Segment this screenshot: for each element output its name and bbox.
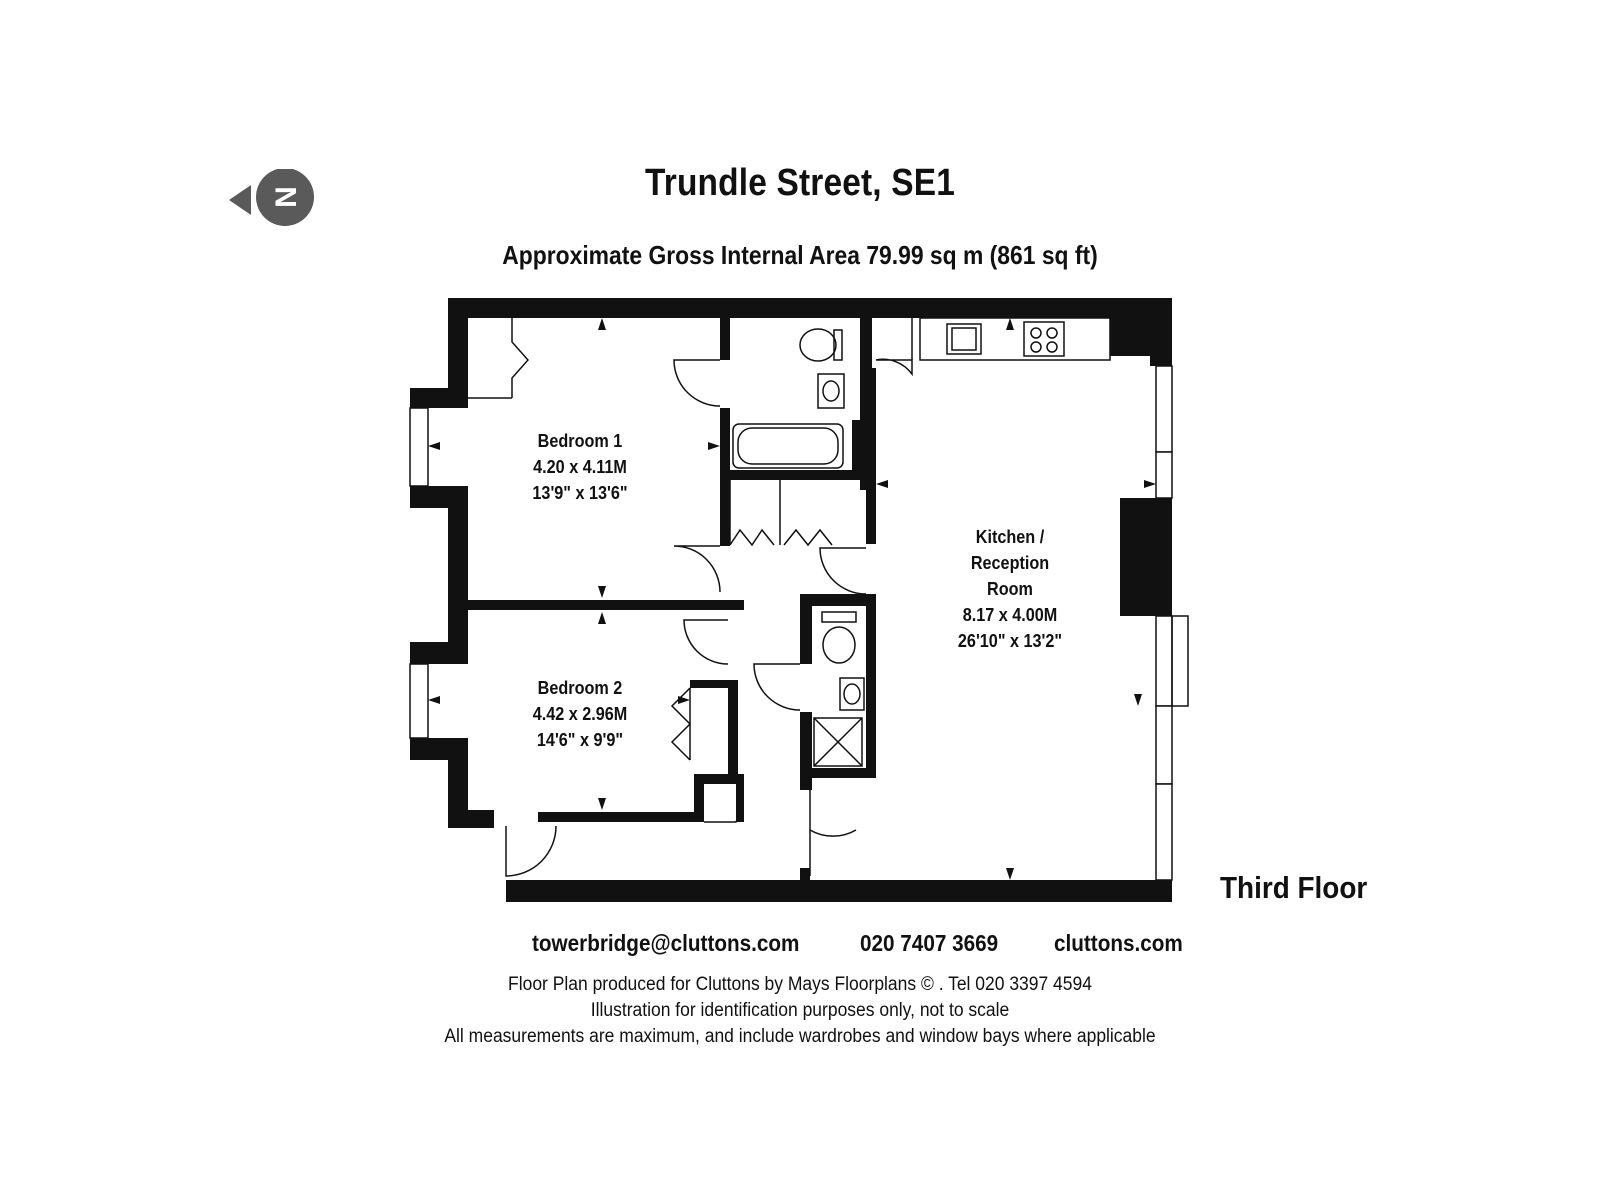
room-bedroom2-metric: 4.42 x 2.96M [532, 704, 628, 724]
disclaimer: Floor Plan produced for Cluttons by Mays… [0, 972, 1600, 1050]
wall-left-bottom [448, 738, 468, 828]
wall-bed1-right [720, 318, 730, 360]
compass-letter: N [270, 186, 303, 208]
wall-bath-bottom [720, 470, 870, 480]
room-bedroom1: Bedroom 1 4.20 x 4.11M 13'9" x 13'6" [526, 428, 634, 506]
window-right-3 [1155, 615, 1173, 707]
wall-store-right [736, 774, 744, 822]
door-bedroom1 [673, 545, 721, 593]
wall-left-bay1-top [410, 388, 468, 408]
wall-bed2-closet [690, 680, 738, 688]
shower-icon [813, 717, 863, 767]
wc-toilet-icon [822, 626, 856, 664]
window-right-4 [1155, 705, 1173, 785]
room-bedroom1-name: Bedroom 1 [537, 431, 623, 451]
wall-top [448, 298, 1172, 318]
wall-bed-divider [468, 600, 744, 610]
door-wc [753, 663, 801, 711]
kitchen-counter [919, 317, 1111, 361]
wall-left-top [448, 298, 468, 390]
wc-basin-icon [839, 677, 865, 711]
door-store [704, 795, 741, 823]
door-entrance [505, 825, 557, 877]
window-right-5 [1155, 783, 1173, 881]
disclaimer-line-2: Illustration for identification purposes… [590, 1000, 1010, 1021]
balcony-door [1171, 615, 1189, 707]
disclaimer-line-3: All measurements are maximum, and includ… [444, 1026, 1156, 1047]
door-kitchen-corner [875, 358, 913, 377]
wall-wc-left [800, 594, 812, 664]
contact-phone[interactable]: 020 7407 3669 [860, 930, 999, 956]
wall-kitchen-left [866, 368, 876, 544]
room-bedroom2: Bedroom 2 4.42 x 2.96M 14'6" x 9'9" [526, 675, 634, 753]
wall-bedroom2-bottom [448, 810, 494, 828]
contact-email[interactable]: towerbridge@cluttons.com [532, 930, 800, 956]
wall-left-bay2-top [410, 642, 468, 664]
wall-wc-bottom [800, 768, 876, 778]
wall-store-top [694, 774, 738, 784]
room-kitchen-name-2: Reception [970, 553, 1050, 573]
wall-right-upper [1150, 298, 1172, 366]
room-kitchen-reception: Kitchen / Reception Room 8.17 x 4.00M 26… [952, 524, 1069, 654]
bathtub-icon [732, 423, 844, 469]
room-kitchen-metric: 8.17 x 4.00M [962, 605, 1058, 625]
wall-wc-right [866, 594, 876, 776]
contact-website[interactable]: cluttons.com [1054, 930, 1183, 956]
floor-label: Third Floor [1220, 870, 1368, 905]
kitchen-sink-icon [946, 323, 982, 355]
window-right-1 [1155, 365, 1173, 453]
room-kitchen-imperial: 26'10" x 13'2" [957, 631, 1063, 651]
disclaimer-line-1: Floor Plan produced for Cluttons by Mays… [508, 974, 1092, 995]
wardrobe-hall-1 [729, 528, 775, 547]
wall-hall-post [800, 868, 810, 882]
toilet-icon [799, 328, 837, 362]
room-bedroom1-metric: 4.20 x 4.11M [533, 457, 627, 477]
wall-wc-top [800, 594, 876, 606]
wall-bed2-right [728, 680, 738, 774]
door-bathroom [673, 359, 721, 407]
hob-icon [1023, 321, 1065, 357]
room-kitchen-name-1: Kitchen / [975, 527, 1045, 547]
wall-right-block [1120, 498, 1172, 616]
basin-icon [817, 373, 845, 409]
wall-store-left [694, 774, 704, 822]
window-bedroom2 [409, 663, 429, 739]
door-bedroom2 [683, 619, 729, 665]
wardrobe-hall-2 [783, 528, 833, 547]
room-bedroom2-name: Bedroom 2 [537, 678, 623, 698]
window-bedroom1 [409, 407, 429, 487]
plan-title: Trundle Street, SE1 [645, 162, 955, 204]
room-bedroom2-imperial: 14'6" x 9'9" [536, 730, 624, 750]
door-kitchen [819, 547, 867, 595]
room-kitchen-name-3: Room [987, 579, 1033, 599]
north-arrow-icon: N [229, 169, 314, 226]
gross-internal-area: Approximate Gross Internal Area 79.99 sq… [502, 240, 1098, 270]
room-bedroom1-imperial: 13'9" x 13'6" [532, 483, 628, 503]
wall-bedroom2-bottom-b [538, 812, 694, 822]
wall-wc-left-b [800, 712, 812, 790]
door-hall [809, 784, 857, 837]
wall-left-mid [448, 486, 468, 644]
wall-bottom [506, 880, 1172, 902]
wardrobe-bedroom1 [511, 318, 530, 398]
window-right-2 [1155, 451, 1173, 499]
